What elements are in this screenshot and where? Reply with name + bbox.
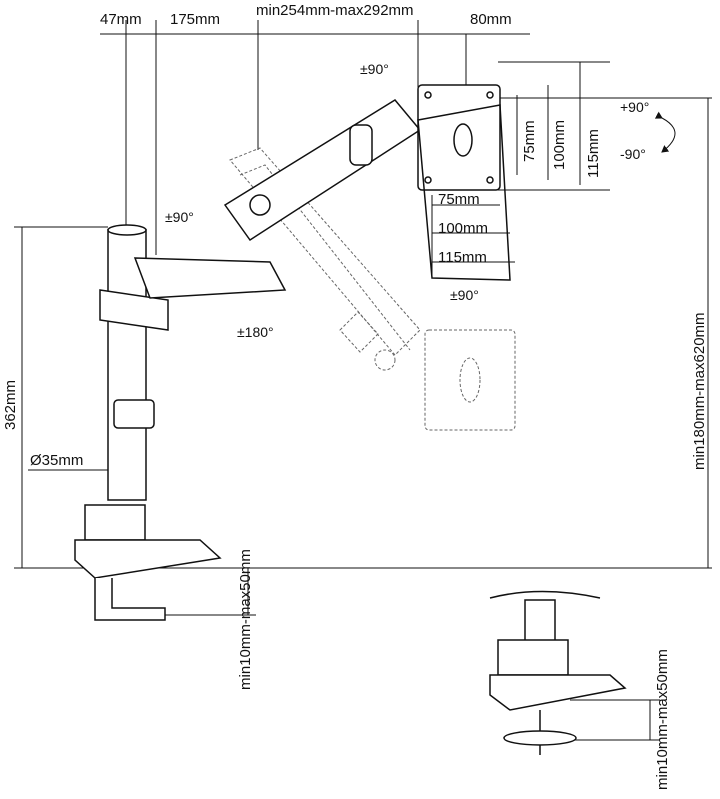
head-offset-label: 80mm [470, 11, 512, 28]
clamp-range-main-label: min10mm-max50mm [237, 549, 254, 690]
tilt-down-label: -90° [620, 146, 646, 162]
arm-swivel-label: ±90° [165, 209, 194, 225]
grommet-inset [489, 590, 627, 755]
pole-height-label: 362mm [2, 379, 19, 430]
base-swivel-label: ±180° [237, 324, 274, 340]
arm-inner-label: 175mm [170, 11, 221, 28]
dimension-lines [14, 20, 712, 741]
vesa-v-100-label: 100mm [551, 119, 568, 170]
plate-rotate-label: ±90° [450, 287, 479, 303]
tilt-up-label: +90° [620, 99, 650, 115]
vesa-v-115-label: 115mm [585, 129, 602, 178]
arm-reach-label: min254mm-max292mm [256, 2, 414, 19]
top-offset-label: 47mm [100, 11, 142, 28]
pole-diameter-label: Ø35mm [30, 452, 84, 469]
ghost-arm [229, 147, 516, 431]
main-mount [74, 84, 511, 621]
clamp-range-grommet-label: min10mm-max50mm [654, 649, 671, 790]
total-height-label: min180mm-max620mm [691, 312, 708, 470]
vesa-h-100-label: 100mm [438, 220, 489, 237]
vesa-v-75-label: 75mm [521, 120, 538, 162]
head-tilt-top-label: ±90° [360, 61, 389, 77]
vesa-h-115-label: 115mm [438, 249, 487, 266]
vesa-h-75-label: 75mm [438, 191, 480, 208]
